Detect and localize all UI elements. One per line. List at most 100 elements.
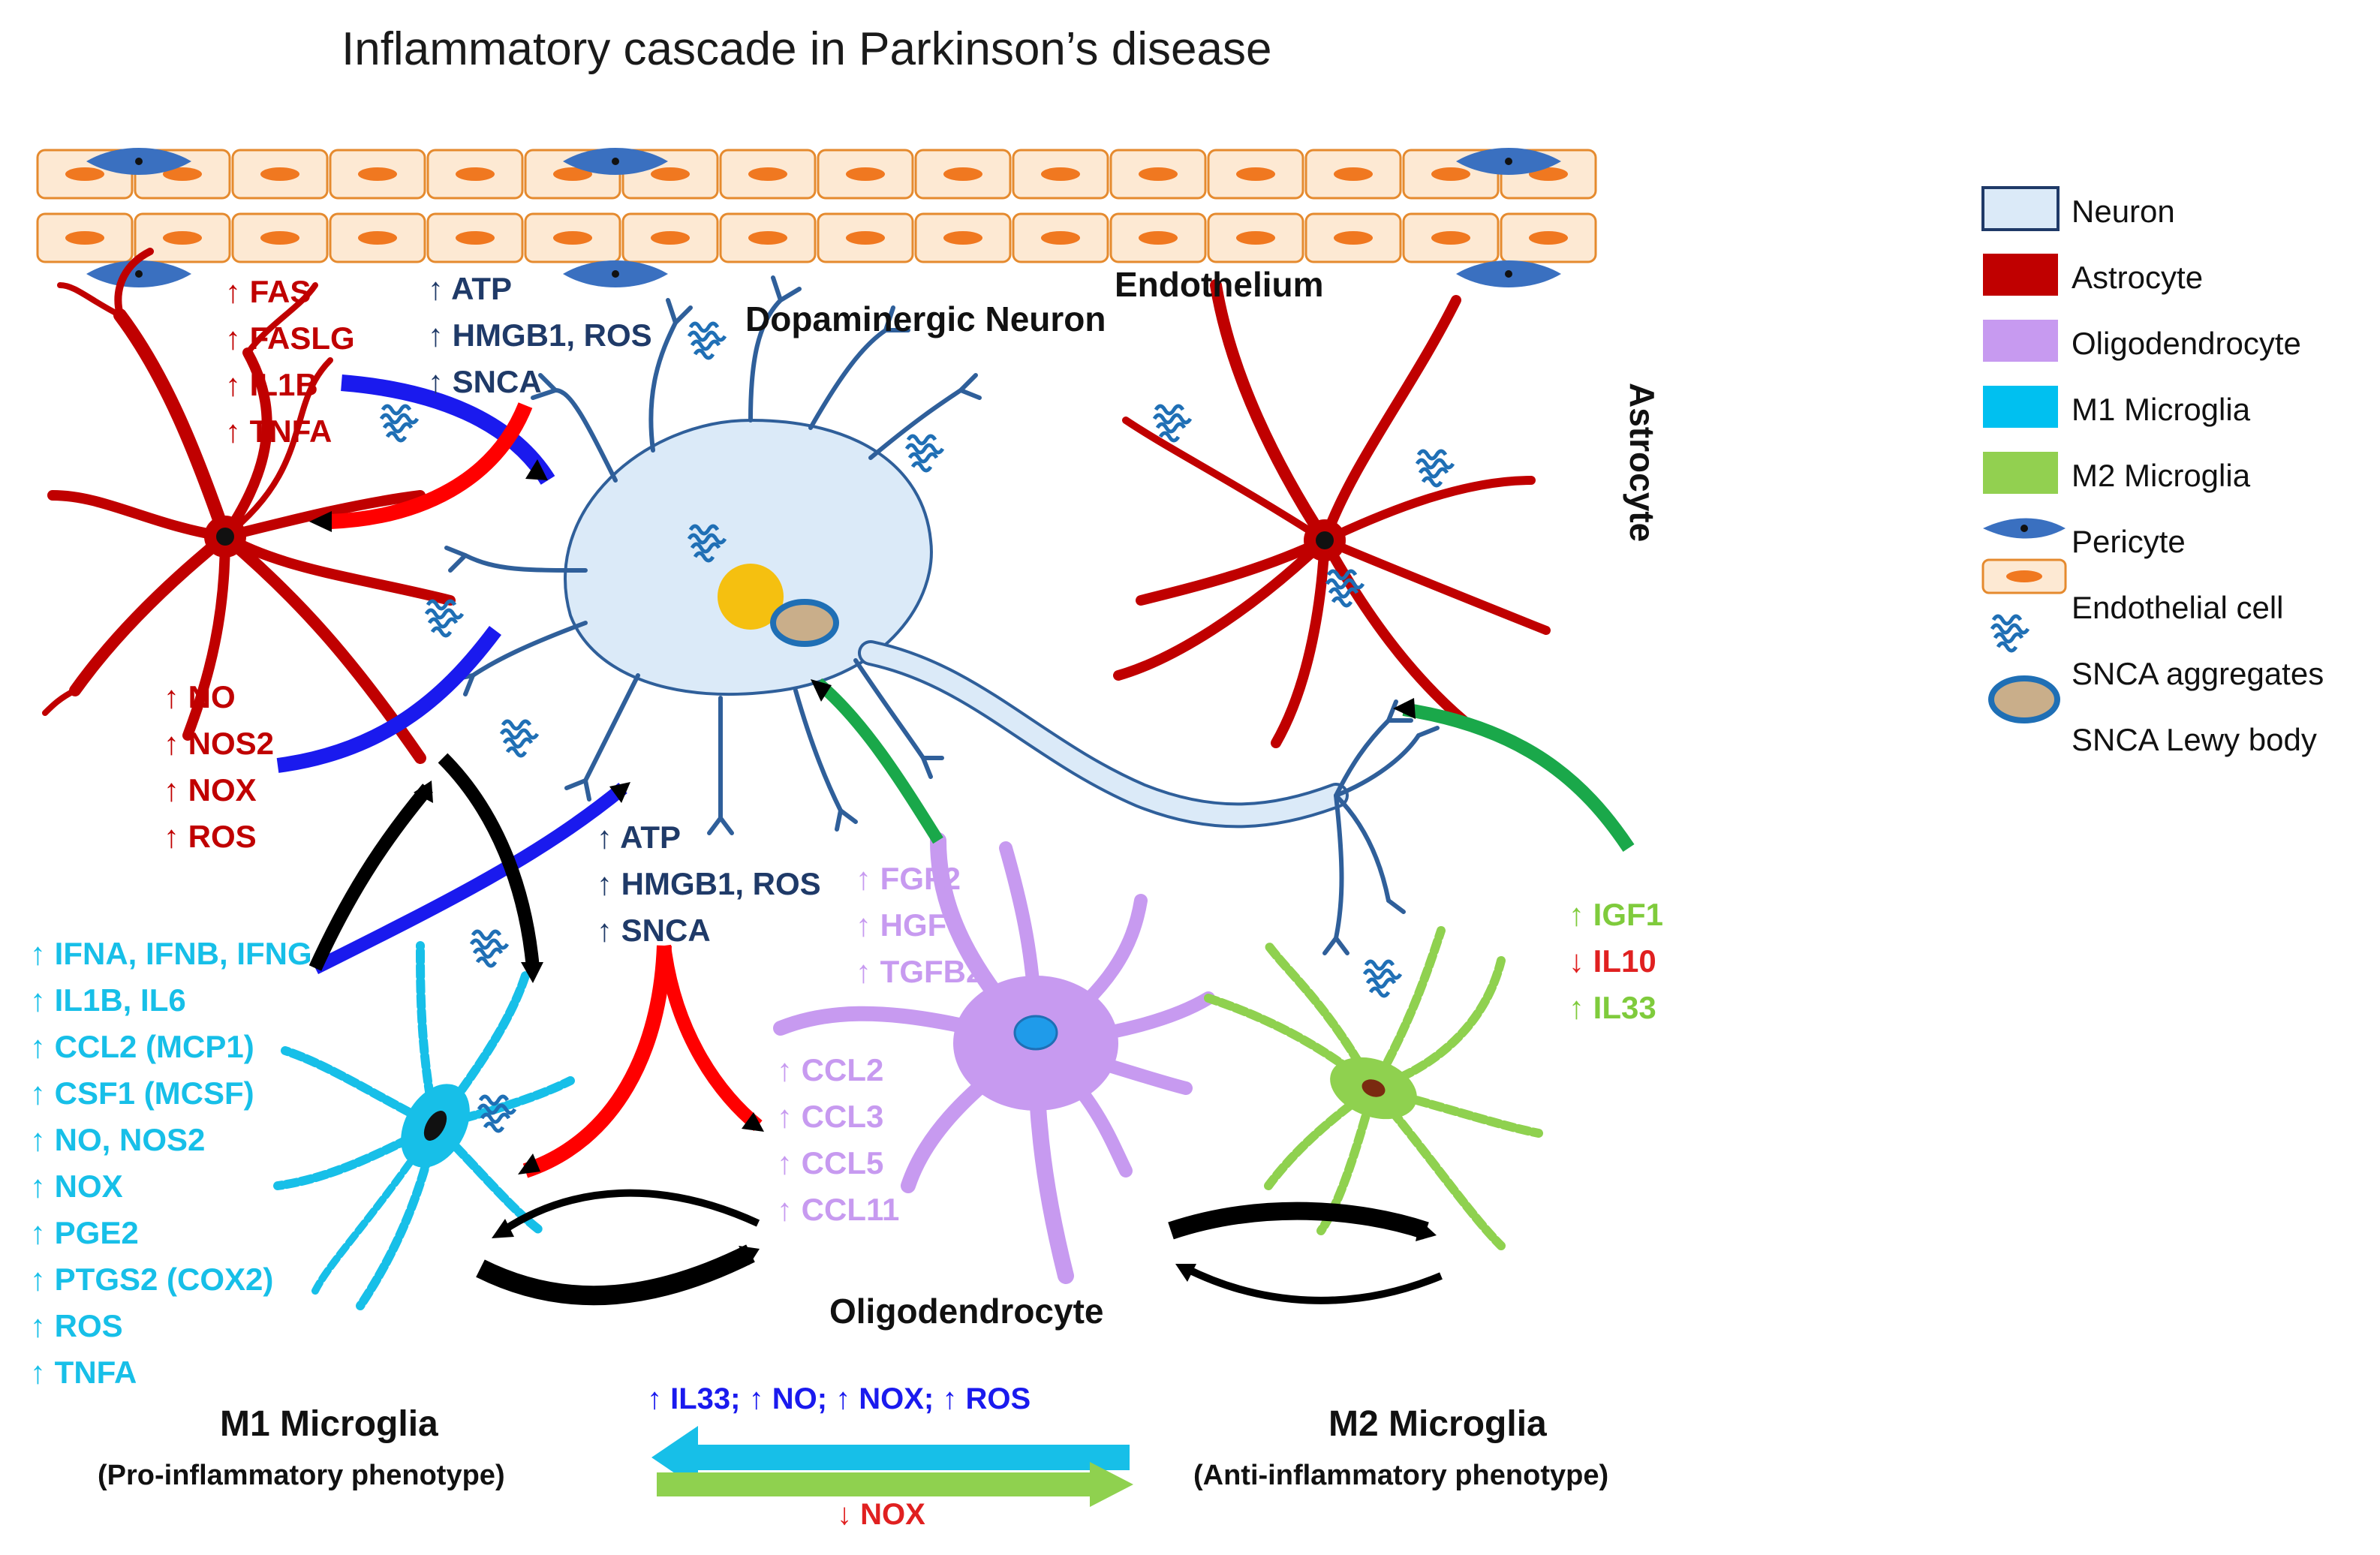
snca-aggregate — [907, 436, 943, 471]
endothelial-nucleus — [943, 231, 982, 245]
snca-aggregate — [501, 721, 537, 756]
endothelial-nucleus — [456, 231, 495, 245]
pericyte-nucleus — [1505, 270, 1512, 278]
endothelial-nucleus — [260, 231, 299, 245]
endothelial-nucleus — [748, 231, 787, 245]
snca-aggregate — [471, 931, 507, 966]
black-arrow-m1-oligo-bottom — [476, 1244, 755, 1306]
endothelial-nucleus — [65, 231, 104, 245]
cyan-arrow-m2-to-m1 — [651, 1426, 1130, 1489]
legend-label: Pericyte — [2072, 524, 2186, 559]
oligodendrocyte-chemokine: ↑ CCL2 — [777, 1052, 884, 1087]
m2-factor: ↓ IL10 — [1569, 943, 1656, 979]
legend-label: Endothelial cell — [2072, 590, 2284, 625]
legend-item-astrocyte: Astrocyte — [1981, 249, 2372, 309]
legend-label: Neuron — [2072, 194, 2175, 229]
oligodendrocyte-factor: ↑ TGFB2 — [856, 954, 984, 989]
legend-label: Oligodendrocyte — [2072, 326, 2301, 361]
endothelial-nucleus — [358, 231, 397, 245]
endothelial-nucleus — [651, 167, 690, 181]
oligodendrocyte-chemokine: ↑ CCL11 — [777, 1192, 900, 1227]
endothelium-label: Endothelium — [1115, 265, 1324, 304]
endothelial-nucleus — [1236, 231, 1275, 245]
endothelial-nucleus — [1139, 231, 1178, 245]
oligodendrocyte-growth-factors: ↑ FGF2↑ HGF↑ TGFB2 — [856, 856, 983, 995]
black-arrow-oligo-m1-top — [501, 1189, 760, 1235]
m2-factor-list: ↑ IGF1↓ IL10↑ IL33 — [1569, 892, 1663, 1031]
endothelial-nucleus — [553, 167, 592, 181]
endothelial-nucleus — [943, 167, 982, 181]
endothelial-nucleus — [748, 167, 787, 181]
astrocyte-bottom-factors: ↑ NO ↑ NOS2 ↑ NOX ↑ ROS — [164, 674, 274, 860]
m1-factor: ↑ NOX — [30, 1169, 123, 1204]
green-arrow-m1-to-m2 — [657, 1462, 1133, 1507]
snca-aggregate — [1365, 961, 1401, 996]
red-arrow-neuron-to-astro — [329, 402, 533, 529]
endothelial-nucleus — [163, 167, 202, 181]
astrocyte-factor: ↑ FASLG — [225, 320, 355, 356]
pericyte-nucleus — [1505, 158, 1512, 165]
legend-item-neuron: Neuron — [1981, 183, 2372, 243]
black-arrow-astro-m1 — [438, 753, 540, 969]
legend-label: M2 Microglia — [2072, 458, 2251, 493]
m1-factor: ↑ NO, NOS2 — [30, 1122, 206, 1157]
neuron-top-factors: ↑ ATP↑ HMGB1, ROS↑ SNCA — [428, 266, 652, 405]
astrocyte-factor: ↑ IL1B — [225, 367, 318, 402]
astrocyte-factor: ↑ NO — [164, 679, 236, 714]
pericyte-nucleus — [135, 270, 143, 278]
snca-aggregate — [689, 323, 725, 358]
black-arrow-m1-astro — [308, 784, 433, 971]
black-arrow-oligo-m2-top — [1168, 1202, 1429, 1240]
legend-item-oligodendrocyte: Oligodendrocyte — [1981, 315, 2372, 375]
astrocyte-left — [42, 248, 456, 764]
m1-factor: ↑ IFNA, IFNB, IFNG — [30, 936, 312, 971]
green-arrow-oligo-to-neuron — [814, 678, 943, 844]
m1-microglia-title: M1 Microglia — [220, 1404, 438, 1444]
endothelial-nucleus — [1041, 231, 1080, 245]
endothelial-nucleus — [1139, 167, 1178, 181]
oligodendrocyte-label: Oligodendrocyte — [829, 1292, 1104, 1331]
oligodendrocyte-factor: ↑ FGF2 — [856, 861, 961, 896]
endothelial-nucleus — [1529, 231, 1568, 245]
pericytes — [86, 148, 1561, 287]
legend-label: M1 Microglia — [2072, 392, 2251, 427]
blue-arrow-astro-bottom — [276, 625, 501, 773]
legend-item-m1: M1 Microglia — [1981, 381, 2372, 441]
m2-factor: ↑ IGF1 — [1569, 897, 1664, 932]
snca-aggregates — [381, 323, 1453, 1131]
snca-aggregate — [1417, 451, 1453, 486]
m1-factor: ↑ CSF1 (MCSF) — [30, 1075, 254, 1111]
endothelial-nucleus — [65, 167, 104, 181]
astrocyte-factor: ↑ ROS — [164, 819, 257, 854]
page-title: Inflammatory cascade in Parkinson’s dise… — [342, 23, 1272, 75]
red-arrow-neuron-to-m1 — [522, 945, 672, 1178]
m1-factor-list: ↑ IFNA, IFNB, IFNG↑ IL1B, IL6↑ CCL2 (MCP… — [30, 931, 312, 1396]
endothelium-layer — [36, 149, 1597, 263]
snca-aggregate — [381, 406, 417, 441]
endothelial-nucleus — [1334, 231, 1373, 245]
m1-factor: ↑ PTGS2 (COX2) — [30, 1262, 274, 1297]
endothelial-nucleus — [456, 167, 495, 181]
m2-microglia-title: M2 Microglia — [1328, 1404, 1547, 1444]
snca-aggregate — [1154, 406, 1190, 441]
pericyte-nucleus — [612, 158, 619, 165]
endothelial-nucleus — [846, 167, 885, 181]
legend-item-pericyte: Pericyte — [1981, 513, 2372, 573]
astrocyte-factor: ↑ TNFA — [225, 414, 332, 449]
dopaminergic-neuron — [444, 275, 1440, 955]
m1-factor: ↑ TNFA — [30, 1355, 137, 1390]
snca-aggregate — [426, 601, 462, 636]
astrocyte-factor: ↑ NOS2 — [164, 726, 275, 761]
endothelial-nucleus — [260, 167, 299, 181]
legend-item-lewy: SNCA Lewy body — [1981, 711, 2372, 771]
pericyte-nucleus — [135, 158, 143, 165]
endothelial-nucleus — [1431, 231, 1470, 245]
m1-microglia-subtitle: (Pro-inflammatory phenotype) — [98, 1460, 505, 1491]
m1-factor: ↑ PGE2 — [30, 1215, 139, 1250]
legend-item-endothelial: Endothelial cell — [1981, 579, 2372, 639]
neuron-factor: ↑ SNCA — [428, 364, 542, 399]
red-arrow-neuron-to-oligo — [657, 944, 763, 1132]
m1-factor: ↑ CCL2 (MCP1) — [30, 1029, 254, 1064]
astrocyte-factor: ↑ NOX — [164, 772, 257, 808]
